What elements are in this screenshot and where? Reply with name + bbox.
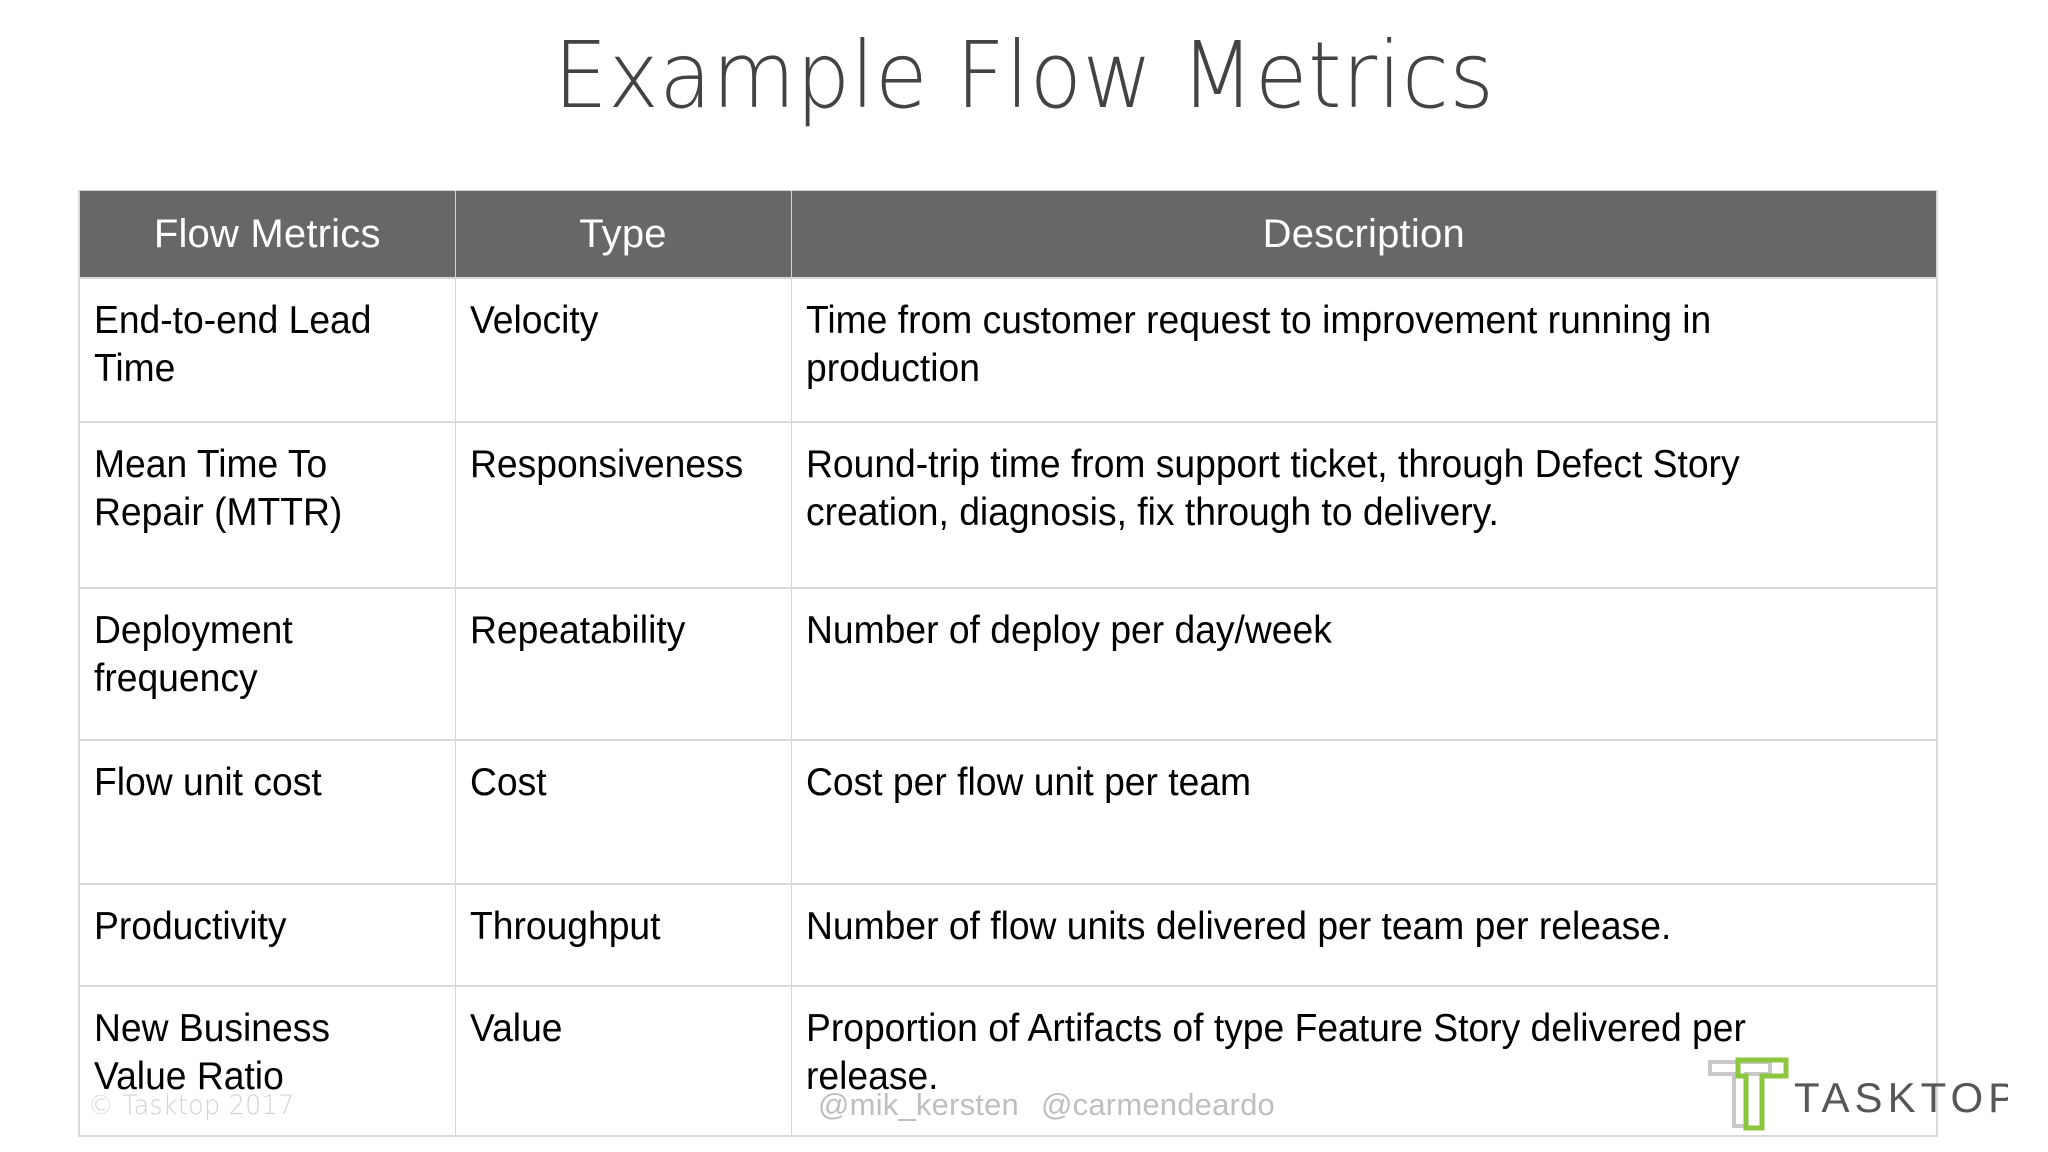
column-header-flow-metrics: Flow Metrics xyxy=(78,190,456,279)
cell-description-text: Cost per flow unit per team xyxy=(805,761,1251,804)
cell-metric: Flow unit cost xyxy=(78,739,456,885)
cell-type: Throughput xyxy=(454,883,792,987)
table-row: Mean Time To Repair (MTTR) Responsivenes… xyxy=(78,421,1938,589)
cell-metric-text: Flow unit cost xyxy=(94,761,322,804)
column-header-type: Type xyxy=(454,190,792,279)
cell-description-text: Proportion of Artifacts of type Feature … xyxy=(805,1007,1746,1098)
logo-green-t-icon xyxy=(1735,1057,1789,1131)
twitter-handle-carmendeardo: @carmendeardo xyxy=(1040,1087,1275,1122)
table-header: Flow Metrics Type Description xyxy=(78,190,1938,279)
cell-metric: Mean Time To Repair (MTTR) xyxy=(78,421,456,589)
cell-description-text: Round-trip time from support ticket, thr… xyxy=(805,443,1740,534)
table-row: Productivity Throughput Number of flow u… xyxy=(78,883,1938,987)
cell-type-text: Cost xyxy=(469,761,547,804)
cell-description-text: Number of flow units delivered per team … xyxy=(805,905,1671,948)
copyright-notice: © Tasktop 2017 xyxy=(88,1090,295,1121)
cell-type-text: Responsiveness xyxy=(469,443,743,486)
table-row: Deployment frequency Repeatability Numbe… xyxy=(78,587,1938,741)
cell-type-text: Throughput xyxy=(469,905,661,948)
cell-type-text: Velocity xyxy=(469,299,598,342)
cell-description: Cost per flow unit per team xyxy=(790,739,1938,885)
cell-type: Repeatability xyxy=(454,587,792,741)
social-handles: @mik_kersten @carmendeardo xyxy=(818,1087,1275,1123)
cell-description: Number of deploy per day/week xyxy=(790,587,1938,741)
cell-description: Round-trip time from support ticket, thr… xyxy=(790,421,1938,589)
logo-wordmark: TASKTOP xyxy=(1794,1074,2008,1121)
column-header-description: Description xyxy=(790,190,1938,279)
cell-metric-text: Productivity xyxy=(94,905,287,948)
cell-metric: Productivity xyxy=(78,883,456,987)
cell-type: Velocity xyxy=(454,277,792,423)
cell-metric-text: New Business Value Ratio xyxy=(94,1007,330,1098)
cell-type: Cost xyxy=(454,739,792,885)
page-title: Example Flow Metrics xyxy=(553,22,1495,129)
cell-description-text: Time from customer request to improvemen… xyxy=(805,299,1711,390)
cell-metric-text: Mean Time To Repair (MTTR) xyxy=(94,443,343,534)
table-row: End-to-end Lead Time Velocity Time from … xyxy=(78,277,1938,423)
cell-metric-text: Deployment frequency xyxy=(94,609,293,700)
table-body: End-to-end Lead Time Velocity Time from … xyxy=(78,277,1938,1137)
cell-metric: Deployment frequency xyxy=(78,587,456,741)
tasktop-logo: TASKTOP xyxy=(1708,1052,2008,1136)
flow-metrics-table-container: Flow Metrics Type Description End-to-end… xyxy=(78,190,1938,1137)
cell-description: Time from customer request to improvemen… xyxy=(790,277,1938,423)
cell-metric: New Business Value Ratio xyxy=(78,985,456,1137)
table-row: Flow unit cost Cost Cost per flow unit p… xyxy=(78,739,1938,885)
flow-metrics-table: Flow Metrics Type Description End-to-end… xyxy=(78,190,1938,1137)
cell-type-text: Value xyxy=(469,1007,563,1050)
cell-metric: End-to-end Lead Time xyxy=(78,277,456,423)
cell-description-text: Number of deploy per day/week xyxy=(805,609,1332,652)
cell-type-text: Repeatability xyxy=(469,609,685,652)
cell-type: Value xyxy=(454,985,792,1137)
twitter-handle-mik-kersten: @mik_kersten xyxy=(818,1087,1019,1122)
cell-type: Responsiveness xyxy=(454,421,792,589)
cell-metric-text: End-to-end Lead Time xyxy=(94,299,372,390)
table-header-row: Flow Metrics Type Description xyxy=(78,190,1938,279)
cell-description: Number of flow units delivered per team … xyxy=(790,883,1938,987)
